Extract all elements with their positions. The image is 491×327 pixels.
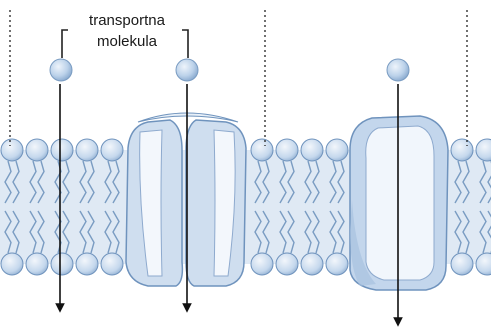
transport-molecule-carrier — [387, 59, 409, 81]
transport-molecule-left — [50, 59, 72, 81]
lipid-head — [1, 139, 23, 161]
carrier-protein — [350, 116, 448, 290]
channel-protein-top-lip — [138, 113, 238, 122]
lipid-head — [326, 139, 348, 161]
lipid-head — [301, 139, 323, 161]
lipid-head — [51, 139, 73, 161]
lipid-head — [76, 253, 98, 275]
lipid-head — [451, 139, 473, 161]
lipid-head — [101, 139, 123, 161]
lipid-head — [276, 139, 298, 161]
lipid-head — [26, 139, 48, 161]
lipid-head — [326, 253, 348, 275]
transport-molecules — [50, 59, 409, 81]
lipid-head — [1, 253, 23, 275]
lipid-head — [101, 253, 123, 275]
transport-molecule-channel — [176, 59, 198, 81]
transport-molecule-label-line1: transportna — [89, 12, 166, 29]
channel-protein — [126, 113, 246, 286]
lipid-head — [26, 253, 48, 275]
lipid-head — [51, 253, 73, 275]
transport-molecule-label-line2: molekula — [97, 33, 158, 50]
lipid-head — [276, 253, 298, 275]
lipid-head — [451, 253, 473, 275]
lipid-head — [76, 139, 98, 161]
carrier-protein-core — [366, 126, 434, 280]
lipid-head — [301, 253, 323, 275]
lipid-head — [251, 139, 273, 161]
lipid-head — [251, 253, 273, 275]
